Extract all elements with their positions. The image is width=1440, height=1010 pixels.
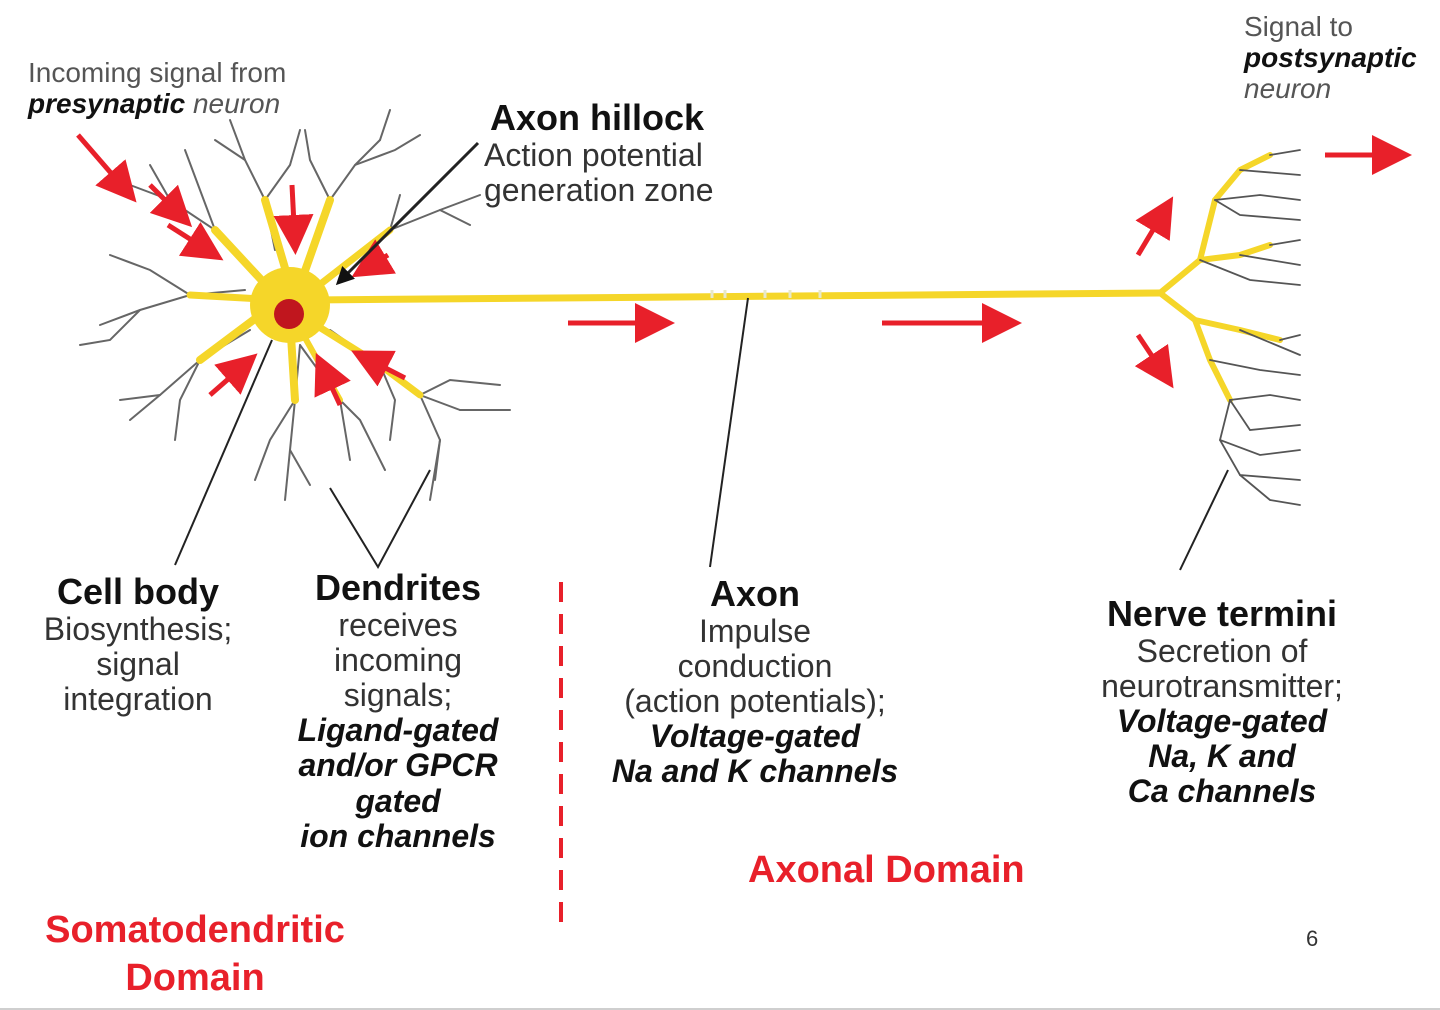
incoming-bold: presynaptic (28, 87, 186, 119)
page-number: 6 (1306, 926, 1319, 951)
incoming-arrow (76, 133, 137, 203)
cell-body-title: Cell body (56, 571, 220, 612)
somatodendritic-line1: Somatodendritic (45, 909, 345, 951)
nerve-termini-bold-line: Na, K and (1148, 738, 1296, 775)
dendrite-branches (79, 109, 511, 501)
nerve-termini-bold-line: Ca channels (1127, 773, 1317, 810)
dendrites-title: Dendrites (314, 567, 482, 608)
axon-line: (action potentials); (624, 682, 886, 719)
dendrites-line: incoming (333, 641, 463, 678)
axon-title: Axon (710, 573, 800, 614)
axon-hillock-label: Axon hillock Action potential generation… (484, 98, 714, 208)
axonal-domain-label: Axonal Domain (748, 849, 1025, 891)
hillock-pointer (335, 141, 480, 286)
signal-to-bold: postsynaptic (1244, 41, 1417, 73)
incoming-signal-label: Incoming signal from presynaptic neuron (28, 57, 287, 120)
bottom-divider (0, 1008, 1440, 1010)
signal-to-line3: neuron (1244, 72, 1332, 104)
axon-bold-line: Na and K channels (611, 753, 899, 790)
neuron-body (186, 196, 1164, 404)
somatodendritic-domain-label: Somatodendritic Domain (20, 909, 370, 1000)
incoming-rest: neuron (185, 87, 281, 119)
nerve-termini-label: Nerve termini Secretion of neurotransmit… (1070, 594, 1374, 810)
nerve-termini-title: Nerve termini (1106, 593, 1338, 634)
nerve-termini-line: Secretion of (1136, 632, 1308, 669)
axon-line: conduction (677, 647, 833, 684)
nerve-termini-line: neurotransmitter; (1101, 667, 1343, 704)
signal-to-line1: Signal to (1244, 11, 1353, 42)
cell-body-line: integration (63, 680, 213, 717)
axon-label: Axon Impulse conduction (action potentia… (580, 574, 930, 790)
cell-body-line: Biosynthesis; (43, 610, 233, 647)
axon-nodes (710, 290, 822, 298)
axon-bold-line: Voltage-gated (649, 718, 861, 755)
signal-arrows (76, 133, 1412, 407)
nerve-termini-branches (1157, 149, 1301, 506)
dendrites-label: Dendrites receives incoming signals; Lig… (280, 568, 516, 854)
dendrites-line: receives (338, 606, 458, 643)
axon-hillock-line1: Action potential (484, 136, 703, 173)
dendrites-bold-line: Ligand-gated (297, 712, 499, 749)
dendrites-line: signals; (343, 676, 453, 713)
incoming-line1: Incoming signal from (28, 57, 287, 88)
axon-line: Impulse (698, 612, 812, 649)
nerve-termini-bold-line: Voltage-gated (1116, 702, 1328, 739)
dendrites-bold-line: ion channels (300, 817, 496, 854)
cell-body-line: signal (96, 645, 180, 682)
dendrites-bold-line: gated (355, 782, 441, 819)
nucleus (274, 299, 304, 329)
signal-to-label: Signal to postsynaptic neuron (1244, 11, 1417, 104)
axon-hillock-line2: generation zone (484, 171, 714, 208)
dendrites-bold-line: and/or GPCR (298, 747, 498, 784)
cell-body-label: Cell body Biosynthesis; signal integrati… (24, 572, 252, 717)
leader-lines (174, 141, 1229, 571)
somatodendritic-line2: Domain (125, 956, 265, 999)
axon-hillock-title: Axon hillock (490, 97, 705, 138)
